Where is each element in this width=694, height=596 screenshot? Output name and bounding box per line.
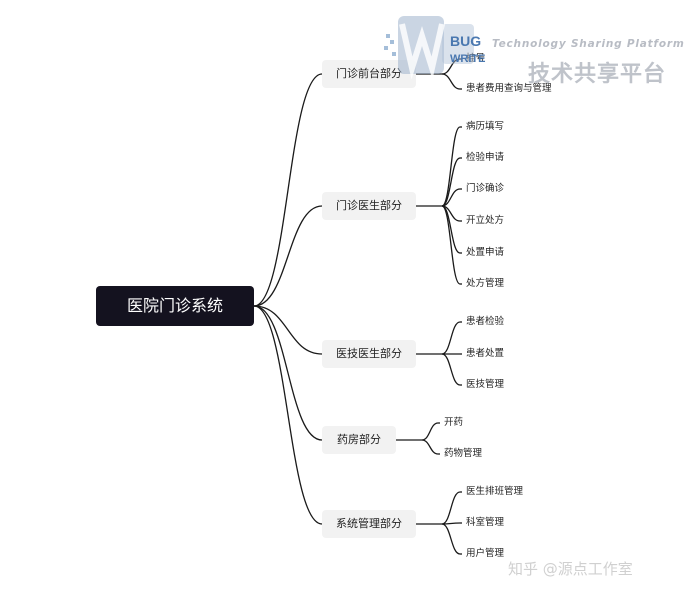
branch-leaf-connector — [441, 491, 461, 525]
leaf-node[interactable]: 医技管理 — [466, 379, 505, 390]
branch-leaf-connector — [441, 321, 461, 355]
root-branch-connector — [253, 305, 323, 525]
leaf-node[interactable]: 挂号 — [466, 53, 486, 64]
branch-leaf-connector — [441, 188, 461, 207]
branch-node-frontdesk[interactable]: 门诊前台部分 — [322, 60, 416, 88]
logo-text-write: WRITE — [450, 53, 485, 65]
branch-leaf-connector — [441, 205, 461, 285]
watermark-tagline-cn: 技术共享平台 — [528, 62, 667, 87]
leaf-node[interactable]: 患者费用查询与管理 — [466, 83, 552, 94]
branch-node-pharmacy[interactable]: 药房部分 — [322, 426, 396, 454]
logo-text-bug: BUG — [450, 33, 481, 49]
leaf-node[interactable]: 开药 — [444, 417, 464, 428]
leaf-node[interactable]: 药物管理 — [444, 448, 483, 459]
leaf-node[interactable]: 医生排班管理 — [466, 486, 524, 497]
leaf-node[interactable]: 处置申请 — [466, 247, 505, 258]
branch-leaf-connector — [441, 58, 461, 75]
root-node[interactable]: 医院门诊系统 — [96, 286, 254, 326]
root-branch-connector — [253, 305, 323, 355]
watermark-credit: 知乎 @源点工作室 — [508, 560, 633, 578]
branch-node-doctor[interactable]: 门诊医生部分 — [322, 192, 416, 220]
root-branch-connector — [253, 305, 323, 441]
branch-leaf-connector — [421, 439, 439, 455]
leaf-node[interactable]: 患者检验 — [466, 316, 505, 327]
branch-leaf-connector — [441, 157, 461, 207]
branch-node-sysadmin[interactable]: 系统管理部分 — [322, 510, 416, 538]
leaf-node[interactable]: 门诊确诊 — [466, 183, 505, 194]
root-branch-connector — [253, 73, 323, 307]
branch-leaf-connector — [441, 353, 461, 386]
leaf-node[interactable]: 患者处置 — [466, 348, 505, 359]
branch-leaf-connector — [421, 422, 439, 441]
leaf-node[interactable]: 科室管理 — [466, 517, 505, 528]
leaf-node[interactable]: 开立处方 — [466, 215, 505, 226]
branch-leaf-connector — [441, 126, 461, 207]
leaf-node[interactable]: 处方管理 — [466, 278, 505, 289]
leaf-node[interactable]: 检验申请 — [466, 152, 505, 163]
root-branch-connector — [253, 205, 323, 307]
branch-leaf-connector — [441, 73, 461, 90]
branch-node-medtech[interactable]: 医技医生部分 — [322, 340, 416, 368]
leaf-node[interactable]: 病历填写 — [466, 121, 505, 132]
leaf-node[interactable]: 用户管理 — [466, 548, 505, 559]
bugwrite-logo: BUG WRITE — [384, 16, 485, 80]
watermark-tagline-en: Technology Sharing Platform — [492, 38, 685, 50]
branch-leaf-connector — [441, 523, 461, 555]
